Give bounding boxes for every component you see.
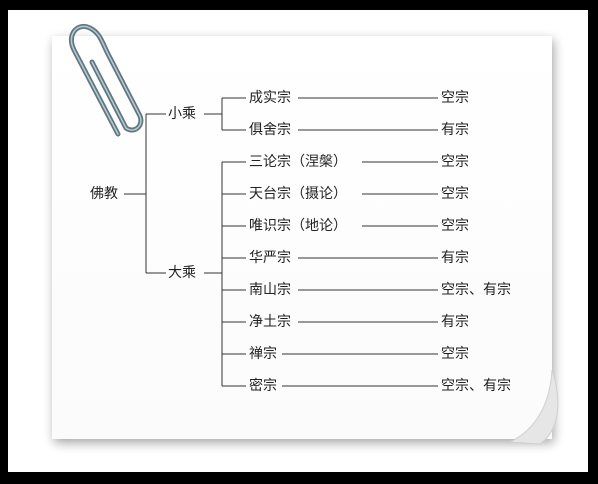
category-label: 有宗 [441, 250, 469, 266]
school-label: 俱舍宗 [249, 122, 291, 138]
school-label: 密宗 [249, 378, 277, 394]
branch-label-xiaosheng: 小乘 [168, 106, 196, 122]
school-label: 唯识宗（地论） [249, 218, 347, 234]
school-label: 南山宗 [249, 282, 291, 298]
root-label: 佛教 [90, 186, 118, 202]
page-curl-decoration [508, 369, 559, 445]
school-label: 三论宗（涅槃） [249, 154, 347, 170]
paperclip-icon [68, 24, 144, 137]
category-label: 空宗、有宗 [441, 282, 511, 298]
category-label: 空宗 [441, 186, 469, 202]
category-label: 有宗 [441, 314, 469, 330]
category-label: 空宗、有宗 [441, 378, 511, 394]
category-label: 空宗 [441, 154, 469, 170]
school-label: 华严宗 [249, 250, 291, 266]
branch-label-dasheng: 大乘 [168, 265, 196, 281]
category-label: 空宗 [441, 218, 469, 234]
school-label: 净土宗 [249, 314, 291, 330]
school-label: 成实宗 [249, 90, 291, 106]
category-label: 空宗 [441, 346, 469, 362]
category-label: 空宗 [441, 90, 469, 106]
category-label: 有宗 [441, 122, 469, 138]
school-label: 禅宗 [249, 346, 277, 362]
school-label: 天台宗（摄论） [249, 186, 347, 202]
